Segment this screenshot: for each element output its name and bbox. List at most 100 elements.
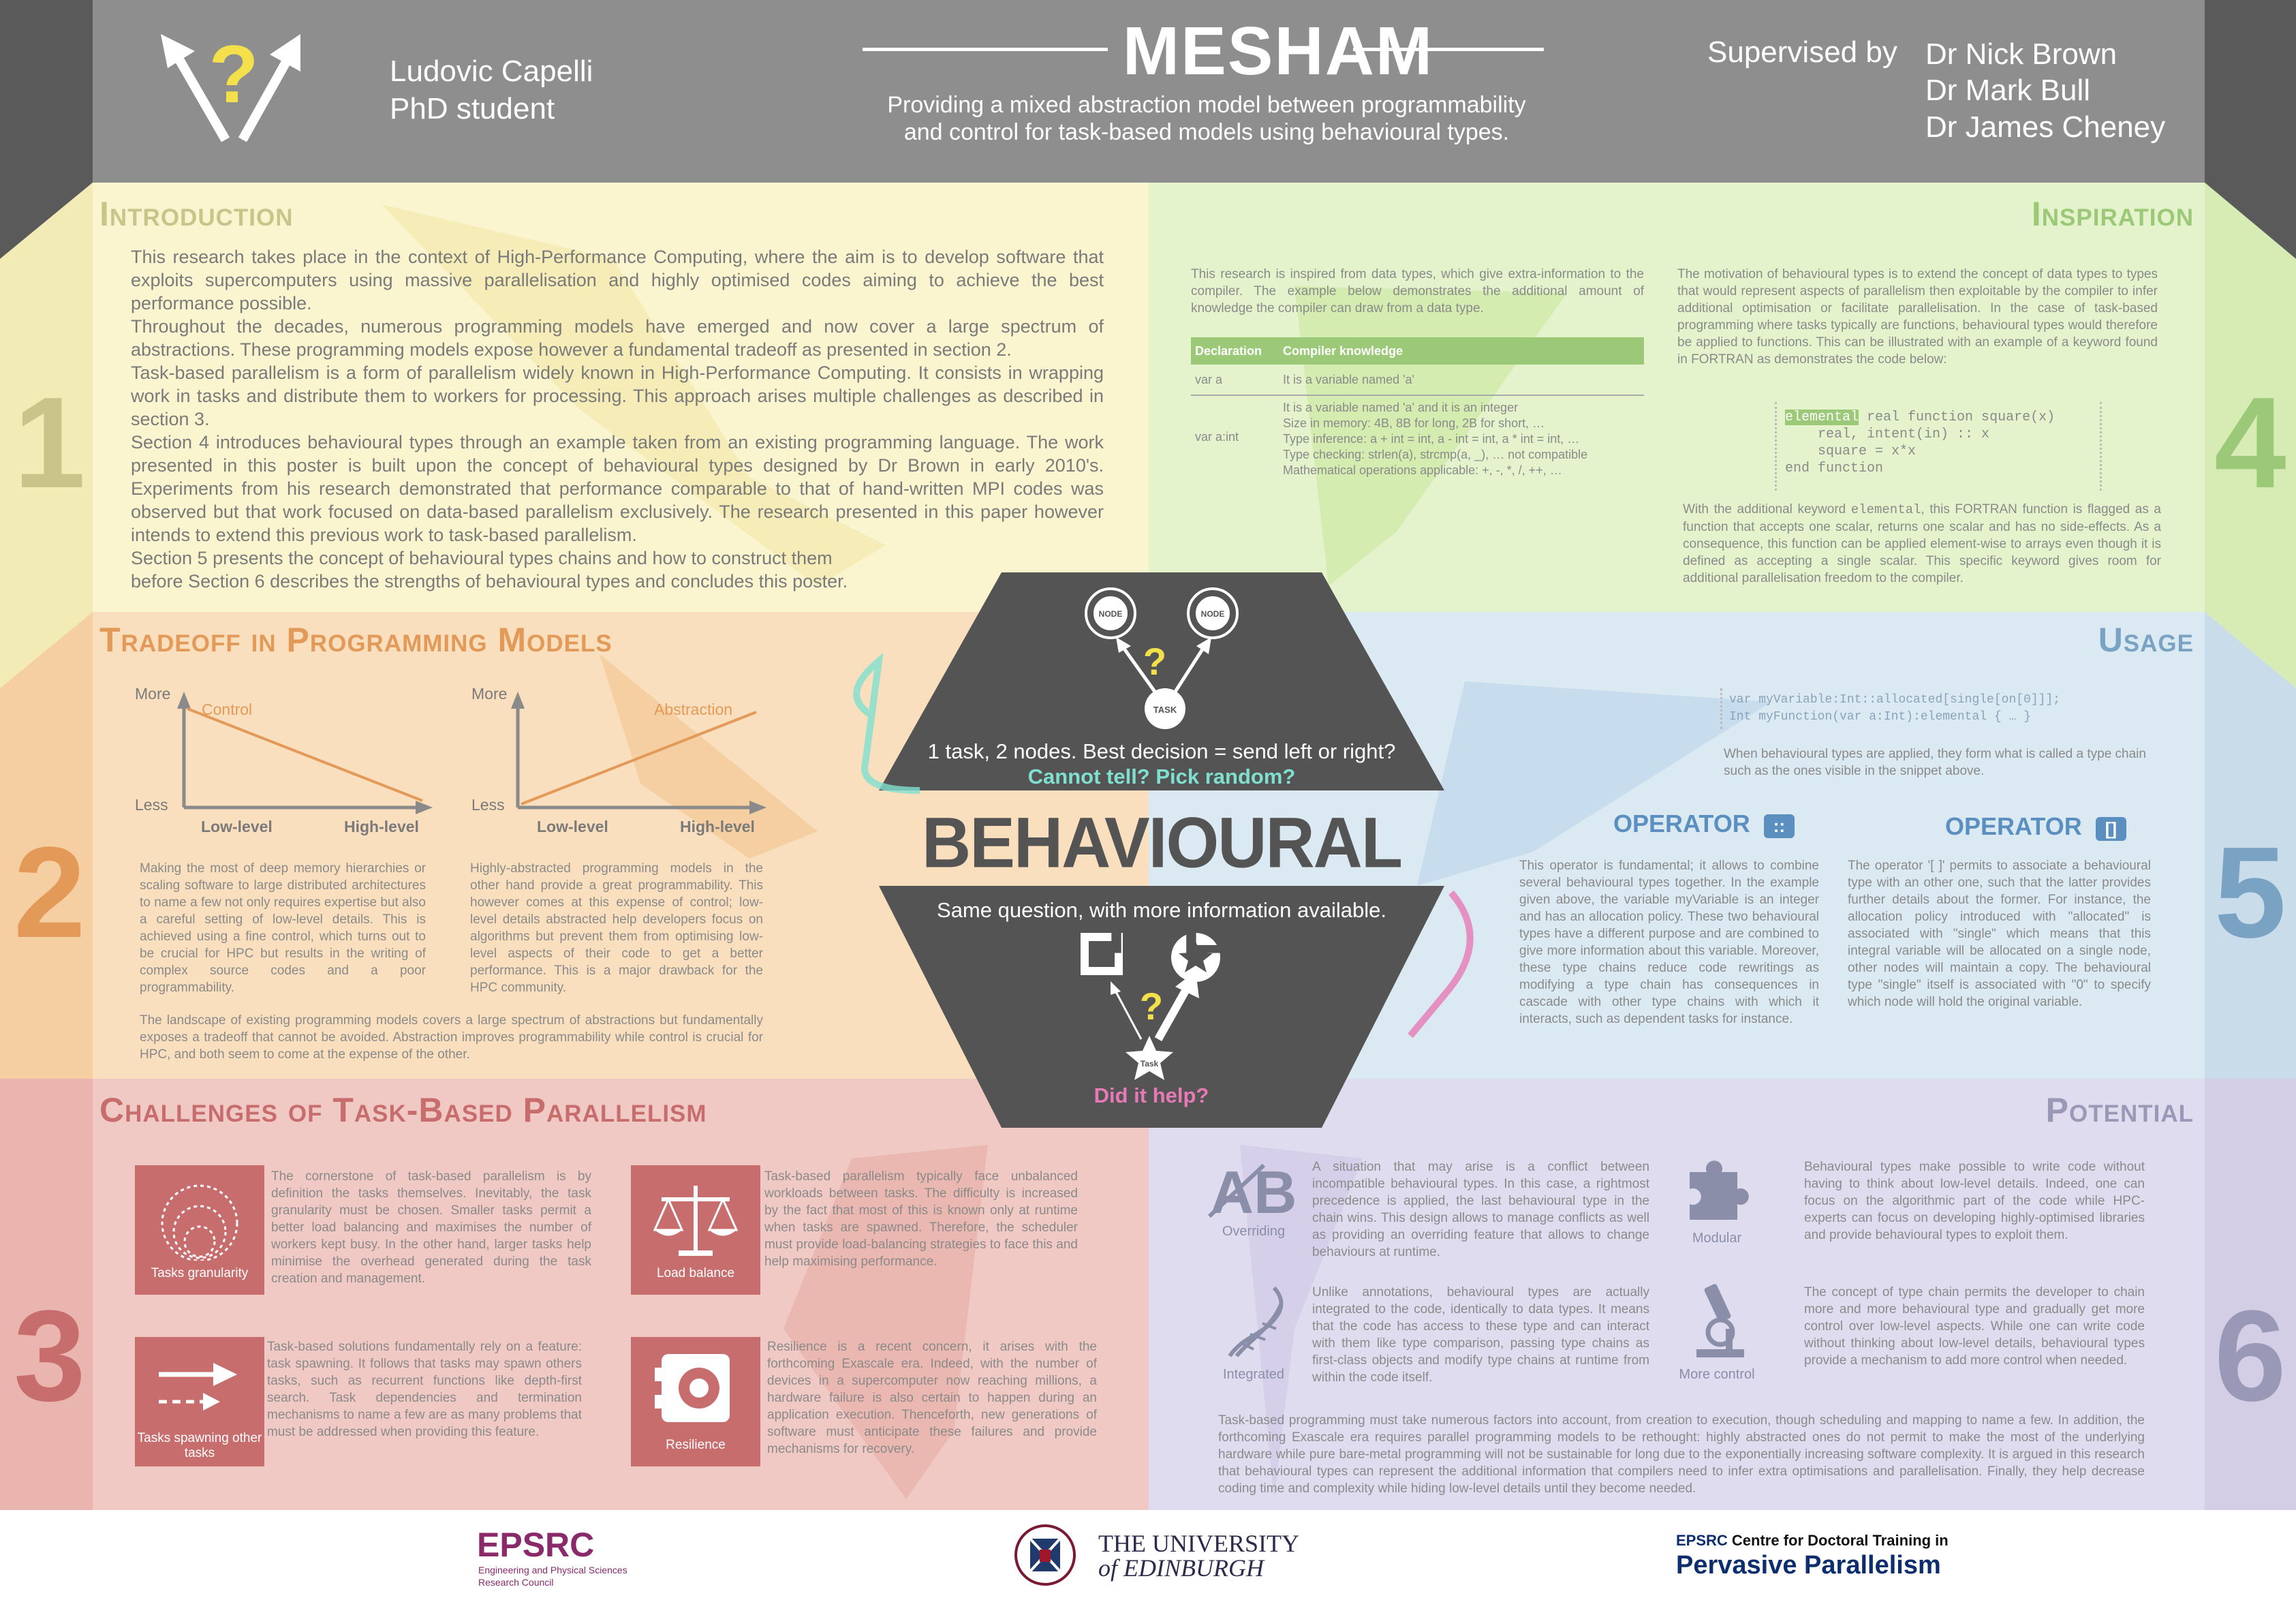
epsrc-logo: EPSRC — [477, 1526, 595, 1564]
usage-code-block: var myVariable:Int::allocated[single[on[… — [1720, 688, 2131, 729]
text-fragment: With the additional keyword — [1683, 502, 1851, 517]
left-bevel-tradeoff — [0, 612, 93, 1079]
center-bottom-question: Did it help? — [1093, 1083, 1209, 1107]
table-row: var a It is a variable named 'a' — [1191, 365, 1644, 396]
knowledge-line: Size in memory: 4B, 8B for long, 2B for … — [1283, 416, 1545, 430]
intro-paragraph: This research takes place in the context… — [131, 247, 1104, 313]
supervisor-2: Dr Mark Bull — [1925, 74, 2091, 107]
safe-icon — [655, 1354, 730, 1422]
tradeoff-number: 2 — [14, 820, 86, 965]
tasks-spawning-label: Tasks spawning other tasks — [137, 1431, 262, 1460]
text-fragment: , this FORTRAN function is flagged as a … — [1683, 502, 2161, 585]
left-bevel-challenges — [0, 1079, 93, 1600]
author-name: Ludovic Capelli — [390, 55, 593, 88]
node-right-outline — [1187, 587, 1239, 639]
svg-text:?: ? — [208, 29, 258, 120]
poster-title: MESHAM — [1122, 13, 1434, 89]
square-node-icon — [1081, 933, 1123, 975]
chart1-xlow-label: Low-level — [201, 818, 273, 835]
ab-override-icon: AB — [1207, 1158, 1297, 1226]
left-bevel-top — [0, 0, 93, 259]
puzzle-icon — [1690, 1160, 1749, 1220]
potential-panel-bg — [1149, 1079, 2205, 1510]
table-row: var a:int It is a variable named 'a' and… — [1191, 396, 1644, 484]
center-top-question: Cannot tell? Pick random? — [1027, 765, 1296, 788]
inspiration-number: 4 — [2214, 371, 2286, 515]
hex-bottom — [879, 886, 1444, 1128]
bg-arrow-intro — [382, 204, 886, 586]
supervisor-3: Dr James Cheney — [1925, 110, 2166, 144]
operator-chain-heading: OPERATOR :: — [1613, 810, 1795, 838]
header-bar: ? Ludovic Capelli PhD student MESHAM Pro… — [93, 0, 2205, 183]
cdt-title: Centre for Doctoral Training in — [1731, 1532, 1949, 1549]
right-bevel-top — [2205, 0, 2296, 259]
operator-bracket-symbol: [] — [2095, 817, 2127, 841]
table-header-knowledge: Compiler knowledge — [1283, 344, 1403, 358]
resilience-tile: Resilience — [631, 1337, 760, 1466]
compiler-table: Declaration Compiler knowledge var a It … — [1191, 337, 1644, 484]
cyan-brush-accent — [853, 652, 920, 794]
scale-icon — [653, 1186, 739, 1256]
table-header-declaration: Declaration — [1195, 344, 1262, 358]
spawn-arrows-icon — [159, 1363, 237, 1411]
overriding-label: Overriding — [1222, 1224, 1286, 1239]
task-icon — [1145, 688, 1185, 729]
inline-keyword: elemental — [1850, 502, 1921, 517]
chart2-more-label: More — [471, 685, 508, 703]
overriding-text: A situation that may arise is a conflict… — [1312, 1160, 1649, 1259]
tradeoff-text-right: Highly-abstracted programming models in … — [470, 861, 763, 995]
intro-paragraph: Task-based parallelism is a form of para… — [131, 363, 1104, 429]
tradeoff-text-bottom: The landscape of existing programming mo… — [140, 1013, 763, 1062]
fortran-code-block: elemental real function square(x) real, … — [1775, 402, 2102, 491]
code-line: square = x*x — [1785, 444, 1917, 459]
resilience-label: Resilience — [666, 1438, 726, 1452]
load-balance-label: Load balance — [656, 1266, 735, 1280]
chart2-series-label: Abstraction — [654, 701, 733, 718]
supervised-label: Supervised by — [1707, 35, 1897, 69]
university-name-2: of EDINBURGH — [1098, 1554, 1264, 1582]
modular-text: Behavioural types make possible to write… — [1804, 1160, 2145, 1242]
code-line: end function — [1785, 461, 1884, 476]
intro-number: 1 — [14, 371, 86, 515]
intro-body: This research takes place in the context… — [131, 245, 1104, 593]
more-control-icon-block: More control — [1656, 1281, 1778, 1383]
challenges-number: 3 — [14, 1284, 86, 1428]
knowledge-line: Mathematical operations applicable: +, -… — [1283, 463, 1562, 477]
center-hexagon: NODE NODE TASK ? Task ? — [853, 572, 1474, 1128]
poster-subtitle-1: Providing a mixed abstraction model betw… — [887, 92, 1526, 118]
tasks-spawning-text: Task-based solutions fundamentally rely … — [267, 1340, 582, 1439]
epsrc-subtitle-1: Engineering and Physical Sciences — [478, 1565, 627, 1575]
chart1-less-label: Less — [135, 796, 168, 814]
left-bevel-intro — [0, 183, 93, 688]
control-chart — [177, 692, 433, 814]
microscope-icon — [1696, 1284, 1744, 1357]
row2-knowledge: It is a variable named 'a' and it is an … — [1283, 400, 1587, 478]
more-control-label: More control — [1679, 1367, 1755, 1382]
granularity-circles-icon — [161, 1184, 238, 1261]
overriding-icon-block: AB Overriding — [1192, 1158, 1315, 1240]
code-line: var myVariable:Int::allocated[single[on[… — [1729, 693, 2061, 707]
potential-conclusion: Task-based programming must take numerou… — [1218, 1413, 2145, 1496]
abstraction-chart — [511, 692, 766, 814]
tradeoff-text-left: Making the most of deep memory hierarchi… — [140, 861, 426, 995]
top-question-mark: ? — [1143, 640, 1166, 683]
code-text: real function square(x) — [1859, 410, 2055, 425]
star-node-icon — [1179, 942, 1213, 972]
operator-chain-text: This operator is fundamental; it allows … — [1519, 859, 1819, 1026]
usage-snippet-caption: When behavioural types are applied, they… — [1724, 747, 2146, 778]
usage-number: 5 — [2214, 820, 2286, 965]
inspiration-right-text: The motivation of behavioural types is t… — [1677, 267, 2158, 367]
bottom-question-mark: ? — [1140, 985, 1163, 1028]
usage-title: Usage — [2098, 621, 2194, 659]
bg-arrow-challenges — [784, 1145, 988, 1499]
knowledge-line: Type inference: a + int = int, a - int =… — [1283, 432, 1580, 446]
operator-bracket-heading: OPERATOR [] — [1945, 812, 2127, 841]
code-line: elemental real function square(x) — [1785, 409, 2092, 426]
knowledge-line: It is a variable named 'a' and it is an … — [1283, 401, 1519, 414]
inspiration-title: Inspiration — [2031, 195, 2194, 233]
edinburgh-crest-icon — [1014, 1524, 1076, 1586]
integrated-label: Integrated — [1222, 1367, 1285, 1382]
more-control-text: The concept of type chain permits the de… — [1804, 1285, 2145, 1368]
control-line — [187, 707, 423, 802]
